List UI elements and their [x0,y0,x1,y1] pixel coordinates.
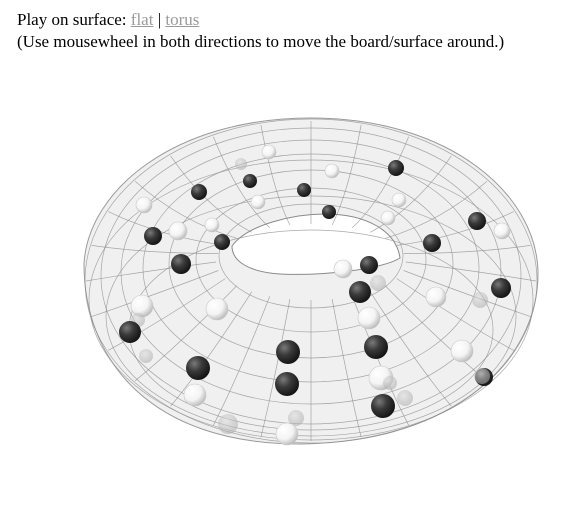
grid-meridian [260,298,291,438]
black-stone[interactable] [371,394,395,418]
black-stone[interactable] [214,234,230,250]
hidden-stone[interactable] [235,158,247,170]
grid-meridian [91,245,219,254]
black-stone[interactable] [191,184,207,200]
white-stone[interactable] [205,297,229,321]
grid-meridian [396,278,514,351]
white-stone[interactable] [275,422,299,446]
hidden-stone[interactable] [383,376,397,390]
grid-meridian [213,136,271,229]
black-stone[interactable] [243,174,257,188]
grid-meridian [213,296,271,426]
surface-option-flat[interactable]: flat [130,10,154,29]
grid-meridian [108,211,226,246]
grid-meridian [134,285,237,382]
white-stone[interactable] [168,221,188,241]
black-stone[interactable] [144,227,162,245]
white-stone[interactable] [333,259,353,279]
hidden-stone[interactable] [397,390,413,406]
surface-separator: | [153,10,166,29]
surface-prefix-label: Play on surface: [17,10,131,29]
grid-meridian [370,155,452,233]
hidden-stone[interactable] [139,349,153,363]
surface-option-torus[interactable]: torus [165,10,200,29]
grid-meridian [369,291,452,407]
surface-selector: Play on surface: flat | torus [17,10,199,30]
white-stone[interactable] [493,222,511,240]
grid-meridian [405,261,537,282]
white-stone[interactable] [261,144,277,160]
white-stone[interactable] [250,194,266,210]
white-stone[interactable] [324,163,340,179]
hidden-stone[interactable] [474,368,490,384]
white-stone[interactable] [204,217,220,233]
stones [119,144,511,446]
instructions-text: (Use mousewheel in both directions to mo… [17,32,505,51]
hidden-stone[interactable] [288,410,304,426]
white-stone[interactable] [450,339,474,363]
black-stone[interactable] [275,372,299,396]
black-stone[interactable] [186,356,210,380]
hidden-stone[interactable] [472,292,488,308]
white-stone[interactable] [183,383,207,407]
white-stone[interactable] [130,294,154,318]
grid-meridian [385,180,488,239]
grid-meridian [331,298,362,438]
black-stone[interactable] [171,254,191,274]
grid-meridian [170,155,252,233]
black-stone[interactable] [388,160,404,176]
grid-meridian [170,291,253,407]
black-stone[interactable] [119,321,141,343]
black-stone[interactable] [349,281,371,303]
black-stone[interactable] [364,335,388,359]
white-stone[interactable] [380,210,396,226]
black-stone[interactable] [322,205,336,219]
hidden-stone[interactable] [218,414,238,434]
black-stone[interactable] [360,256,378,274]
white-stone[interactable] [357,306,381,330]
grid-meridian [134,180,237,239]
grid-meridian [108,278,226,351]
white-stone[interactable] [425,286,447,308]
black-stone[interactable] [297,183,311,197]
white-stone[interactable] [391,192,407,208]
grid-meridian [85,261,217,282]
grid-meridian [403,270,531,317]
grid-meridian [91,270,219,317]
grid-meridian [396,211,514,246]
hidden-stone[interactable] [370,275,386,291]
black-stone[interactable] [468,212,486,230]
black-stone[interactable] [276,340,300,364]
grid-meridian [403,245,531,254]
torus-inner-hole [231,213,401,275]
grid-meridian [260,124,291,226]
grid-meridian [331,124,362,226]
black-stone[interactable] [423,234,441,252]
grid-meridian [351,136,409,229]
grid-ring [84,118,538,444]
black-stone[interactable] [491,278,511,298]
white-stone[interactable] [135,196,153,214]
